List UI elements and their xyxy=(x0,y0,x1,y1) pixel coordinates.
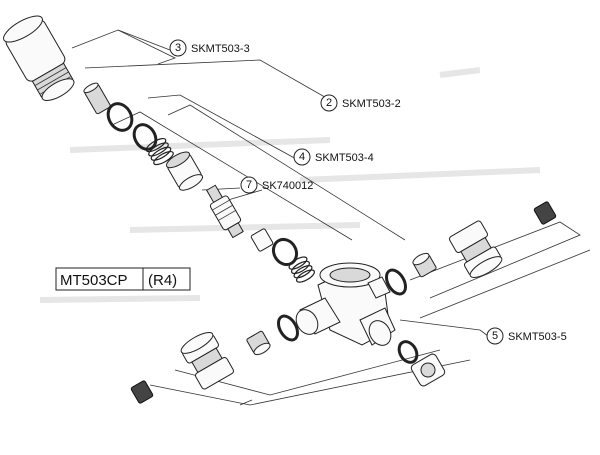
part-nut-lower xyxy=(410,353,446,387)
part-compression-fitting-right xyxy=(449,220,503,278)
callout-part-code: SKMT503-2 xyxy=(342,98,401,110)
o-ring-1 xyxy=(106,102,134,132)
callout-circle xyxy=(486,327,504,345)
callout-circle xyxy=(293,148,311,166)
spring-1 xyxy=(145,137,174,166)
callout-5: 5 SKMT503-5 xyxy=(486,327,567,345)
part-filter-right xyxy=(533,201,557,225)
part-compression-fitting-left xyxy=(180,332,234,390)
callout-3: 3 SKMT503-3 xyxy=(169,39,250,57)
callout-7: 7 SK740012 xyxy=(240,176,313,194)
part-spindle xyxy=(83,82,111,115)
leader-lines xyxy=(71,29,591,406)
model-variant: (R4) xyxy=(148,272,177,289)
callout-circle xyxy=(240,176,258,194)
part-filter-left xyxy=(130,380,154,404)
callout-4: 4 SKMT503-4 xyxy=(293,148,374,166)
part-nut-right xyxy=(412,252,437,278)
parts-drawing xyxy=(3,15,557,404)
part-small-cylinder xyxy=(250,228,274,252)
o-ring-3 xyxy=(271,237,299,267)
background-artifacts xyxy=(39,67,541,303)
callout-number: 2 xyxy=(326,97,332,109)
callout-number: 7 xyxy=(246,179,252,191)
part-cup xyxy=(165,151,204,191)
part-top-cap xyxy=(3,15,75,101)
washer-right-1 xyxy=(385,268,407,296)
part-nut-left xyxy=(246,330,271,356)
model-label-box xyxy=(55,267,191,291)
callout-2: 2 SKMT503-2 xyxy=(320,94,401,112)
callout-part-code: SKMT503-5 xyxy=(508,331,567,343)
callout-part-code: SKMT503-4 xyxy=(315,152,374,164)
o-ring-2 xyxy=(132,123,158,151)
spring-2 xyxy=(288,256,315,283)
callout-part-code: SKMT503-3 xyxy=(191,43,250,55)
model-code: MT503CP xyxy=(60,272,128,289)
washer-lower xyxy=(397,340,419,364)
callout-circle xyxy=(169,39,187,57)
part-thermostat xyxy=(205,184,244,239)
callout-circle xyxy=(320,94,338,112)
callout-number: 4 xyxy=(299,151,305,163)
callout-part-code: SK740012 xyxy=(262,180,313,192)
model-label: MT503CP (R4) xyxy=(55,267,191,291)
valve-body xyxy=(295,262,396,346)
callout-number: 3 xyxy=(175,42,181,54)
washer-left-1 xyxy=(277,314,299,342)
callout-number: 5 xyxy=(492,330,498,342)
